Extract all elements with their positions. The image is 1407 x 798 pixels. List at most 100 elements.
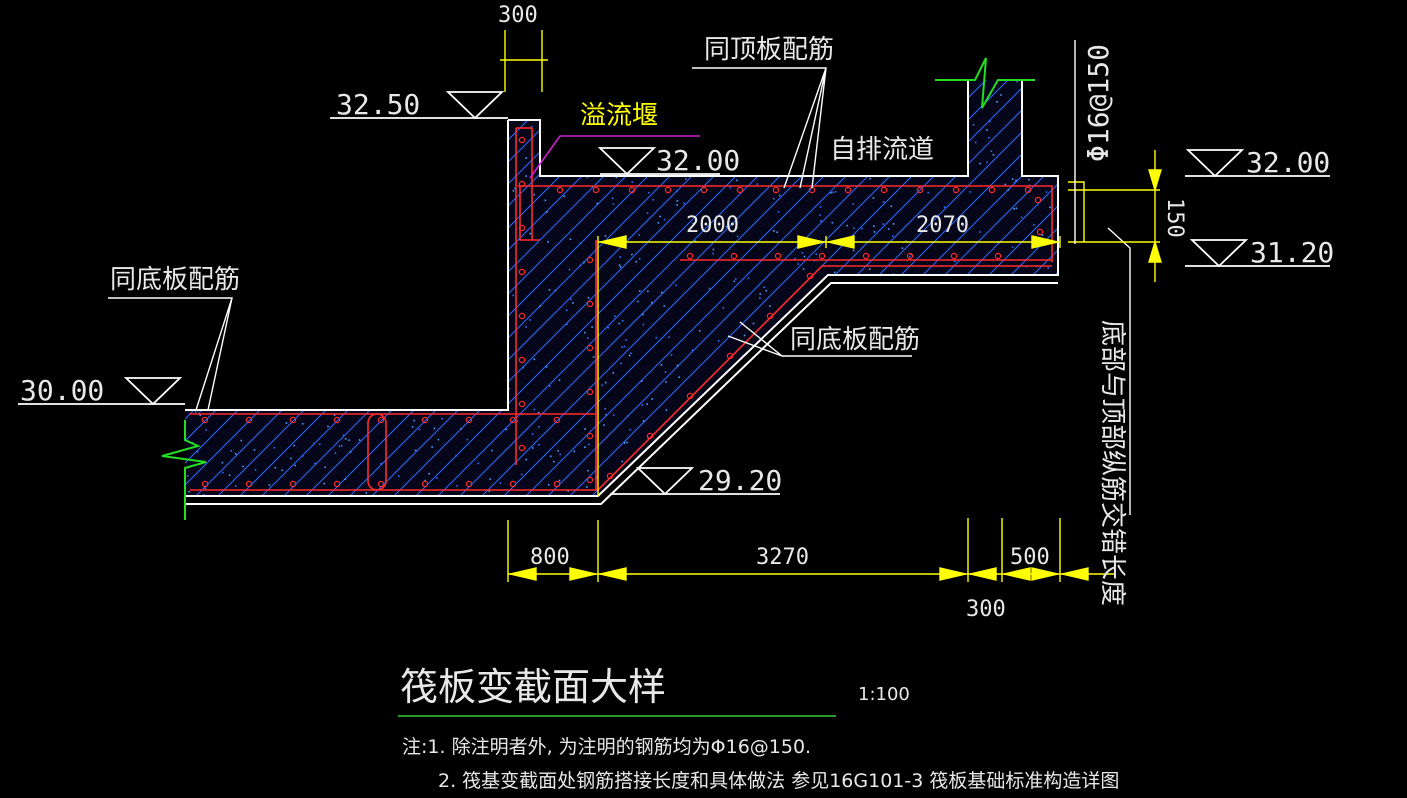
rebar-dot <box>862 252 870 260</box>
aggregate-dot <box>665 130 667 132</box>
aggregate-dot <box>897 362 899 365</box>
aggregate-dot <box>225 131 228 133</box>
aggregate-dot <box>296 386 298 388</box>
aggregate-dot <box>208 169 210 171</box>
aggregate-dot <box>685 178 687 180</box>
aggregate-dot <box>454 107 457 110</box>
aggregate-dot <box>456 485 458 487</box>
aggregate-dot <box>901 402 903 404</box>
aggregate-dot <box>760 112 762 114</box>
arrow <box>599 567 627 581</box>
aggregate-dot <box>865 98 868 100</box>
aggregate-dot <box>211 349 214 351</box>
rebar-dot <box>592 186 600 194</box>
aggregate-dot <box>524 83 527 85</box>
bottom-slab-rebar-left-label: 同底板配筋 <box>110 265 240 295</box>
aggregate-dot <box>712 248 715 251</box>
aggregate-dot <box>313 442 315 445</box>
aggregate-dot <box>867 371 870 373</box>
aggregate-dot <box>398 266 401 268</box>
annotation-texts: 300 同顶板配筋 32.50 溢流堰 自排流道 32.00 32.00 31.… <box>20 3 1334 622</box>
aggregate-dot <box>884 464 886 466</box>
aggregate-dot <box>398 475 400 477</box>
elevation-markers <box>18 91 1330 496</box>
aggregate-dot <box>288 345 291 347</box>
aggregate-dot <box>846 120 849 122</box>
aggregate-dot <box>383 317 385 320</box>
aggregate-dot <box>722 116 725 118</box>
aggregate-dot <box>642 313 644 316</box>
aggregate-dot <box>722 306 725 309</box>
aggregate-dot <box>213 389 216 391</box>
aggregate-dot <box>747 277 750 280</box>
aggregate-dot <box>544 199 547 202</box>
aggregate-dot <box>954 260 956 263</box>
aggregate-dot <box>336 381 338 384</box>
aggregate-dot <box>797 162 799 165</box>
aggregate-dot <box>443 216 446 219</box>
aggregate-dot <box>426 268 428 270</box>
aggregate-dot <box>432 397 434 400</box>
aggregate-dot <box>573 450 576 453</box>
aggregate-dot <box>827 387 829 390</box>
aggregate-dot <box>302 223 305 226</box>
aggregate-dot <box>884 309 887 311</box>
aggregate-dot <box>422 188 424 191</box>
aggregate-dot <box>676 200 679 202</box>
aggregate-dot <box>230 450 233 452</box>
aggregate-dot <box>699 404 702 406</box>
aggregate-dot <box>785 329 788 332</box>
aggregate-dot <box>466 438 469 441</box>
aggregate-dot <box>769 379 772 382</box>
aggregate-dot <box>799 166 801 168</box>
hatch-line <box>1338 60 1407 520</box>
aggregate-dot <box>587 297 590 299</box>
aggregate-dot <box>488 490 491 493</box>
top-break-line-symbol <box>935 57 1035 109</box>
aggregate-dot <box>856 419 858 422</box>
rebar-dot <box>686 252 694 260</box>
aggregate-dot <box>262 208 264 210</box>
aggregate-dot <box>237 370 239 372</box>
aggregate-dot <box>763 286 765 288</box>
aggregate-dot <box>268 347 271 350</box>
aggregate-dot <box>448 384 450 386</box>
hatch-line <box>1272 60 1407 520</box>
aggregate-dot <box>794 257 796 260</box>
rebar-dot <box>586 344 594 352</box>
aggregate-dot <box>235 485 237 487</box>
aggregate-dot <box>735 101 738 103</box>
aggregate-dot <box>834 392 837 394</box>
aggregate-dot <box>780 421 783 423</box>
aggregate-dot <box>411 426 414 428</box>
rebar-dot <box>628 186 636 194</box>
aggregate-dot <box>327 120 329 122</box>
aggregate-dot <box>604 408 606 410</box>
aggregate-dot <box>455 181 457 184</box>
aggregate-dot <box>864 466 867 468</box>
aggregate-dot <box>477 462 480 465</box>
aggregate-dot <box>954 357 956 359</box>
aggregate-dot <box>1000 359 1003 361</box>
aggregate-dot <box>850 167 852 170</box>
aggregate-dot <box>298 216 301 219</box>
aggregate-dot <box>413 419 415 422</box>
aggregate-dot <box>844 468 847 470</box>
aggregate-dot <box>800 314 803 317</box>
aggregate-dot <box>845 90 847 92</box>
aggregate-dot <box>1013 208 1015 210</box>
stirrup-tie <box>367 413 387 491</box>
aggregate-dot <box>216 348 219 350</box>
aggregate-dot <box>618 322 620 325</box>
aggregate-dot <box>187 256 189 258</box>
aggregate-dot <box>945 451 948 453</box>
aggregate-dot <box>882 223 884 225</box>
aggregate-dot <box>531 125 533 128</box>
aggregate-dot <box>875 307 878 309</box>
aggregate-dot <box>298 174 300 177</box>
aggregate-dot <box>670 354 673 356</box>
aggregate-dot <box>777 150 779 153</box>
aggregate-dot <box>302 455 304 457</box>
aggregate-dot <box>548 484 550 486</box>
aggregate-dot <box>893 315 895 317</box>
